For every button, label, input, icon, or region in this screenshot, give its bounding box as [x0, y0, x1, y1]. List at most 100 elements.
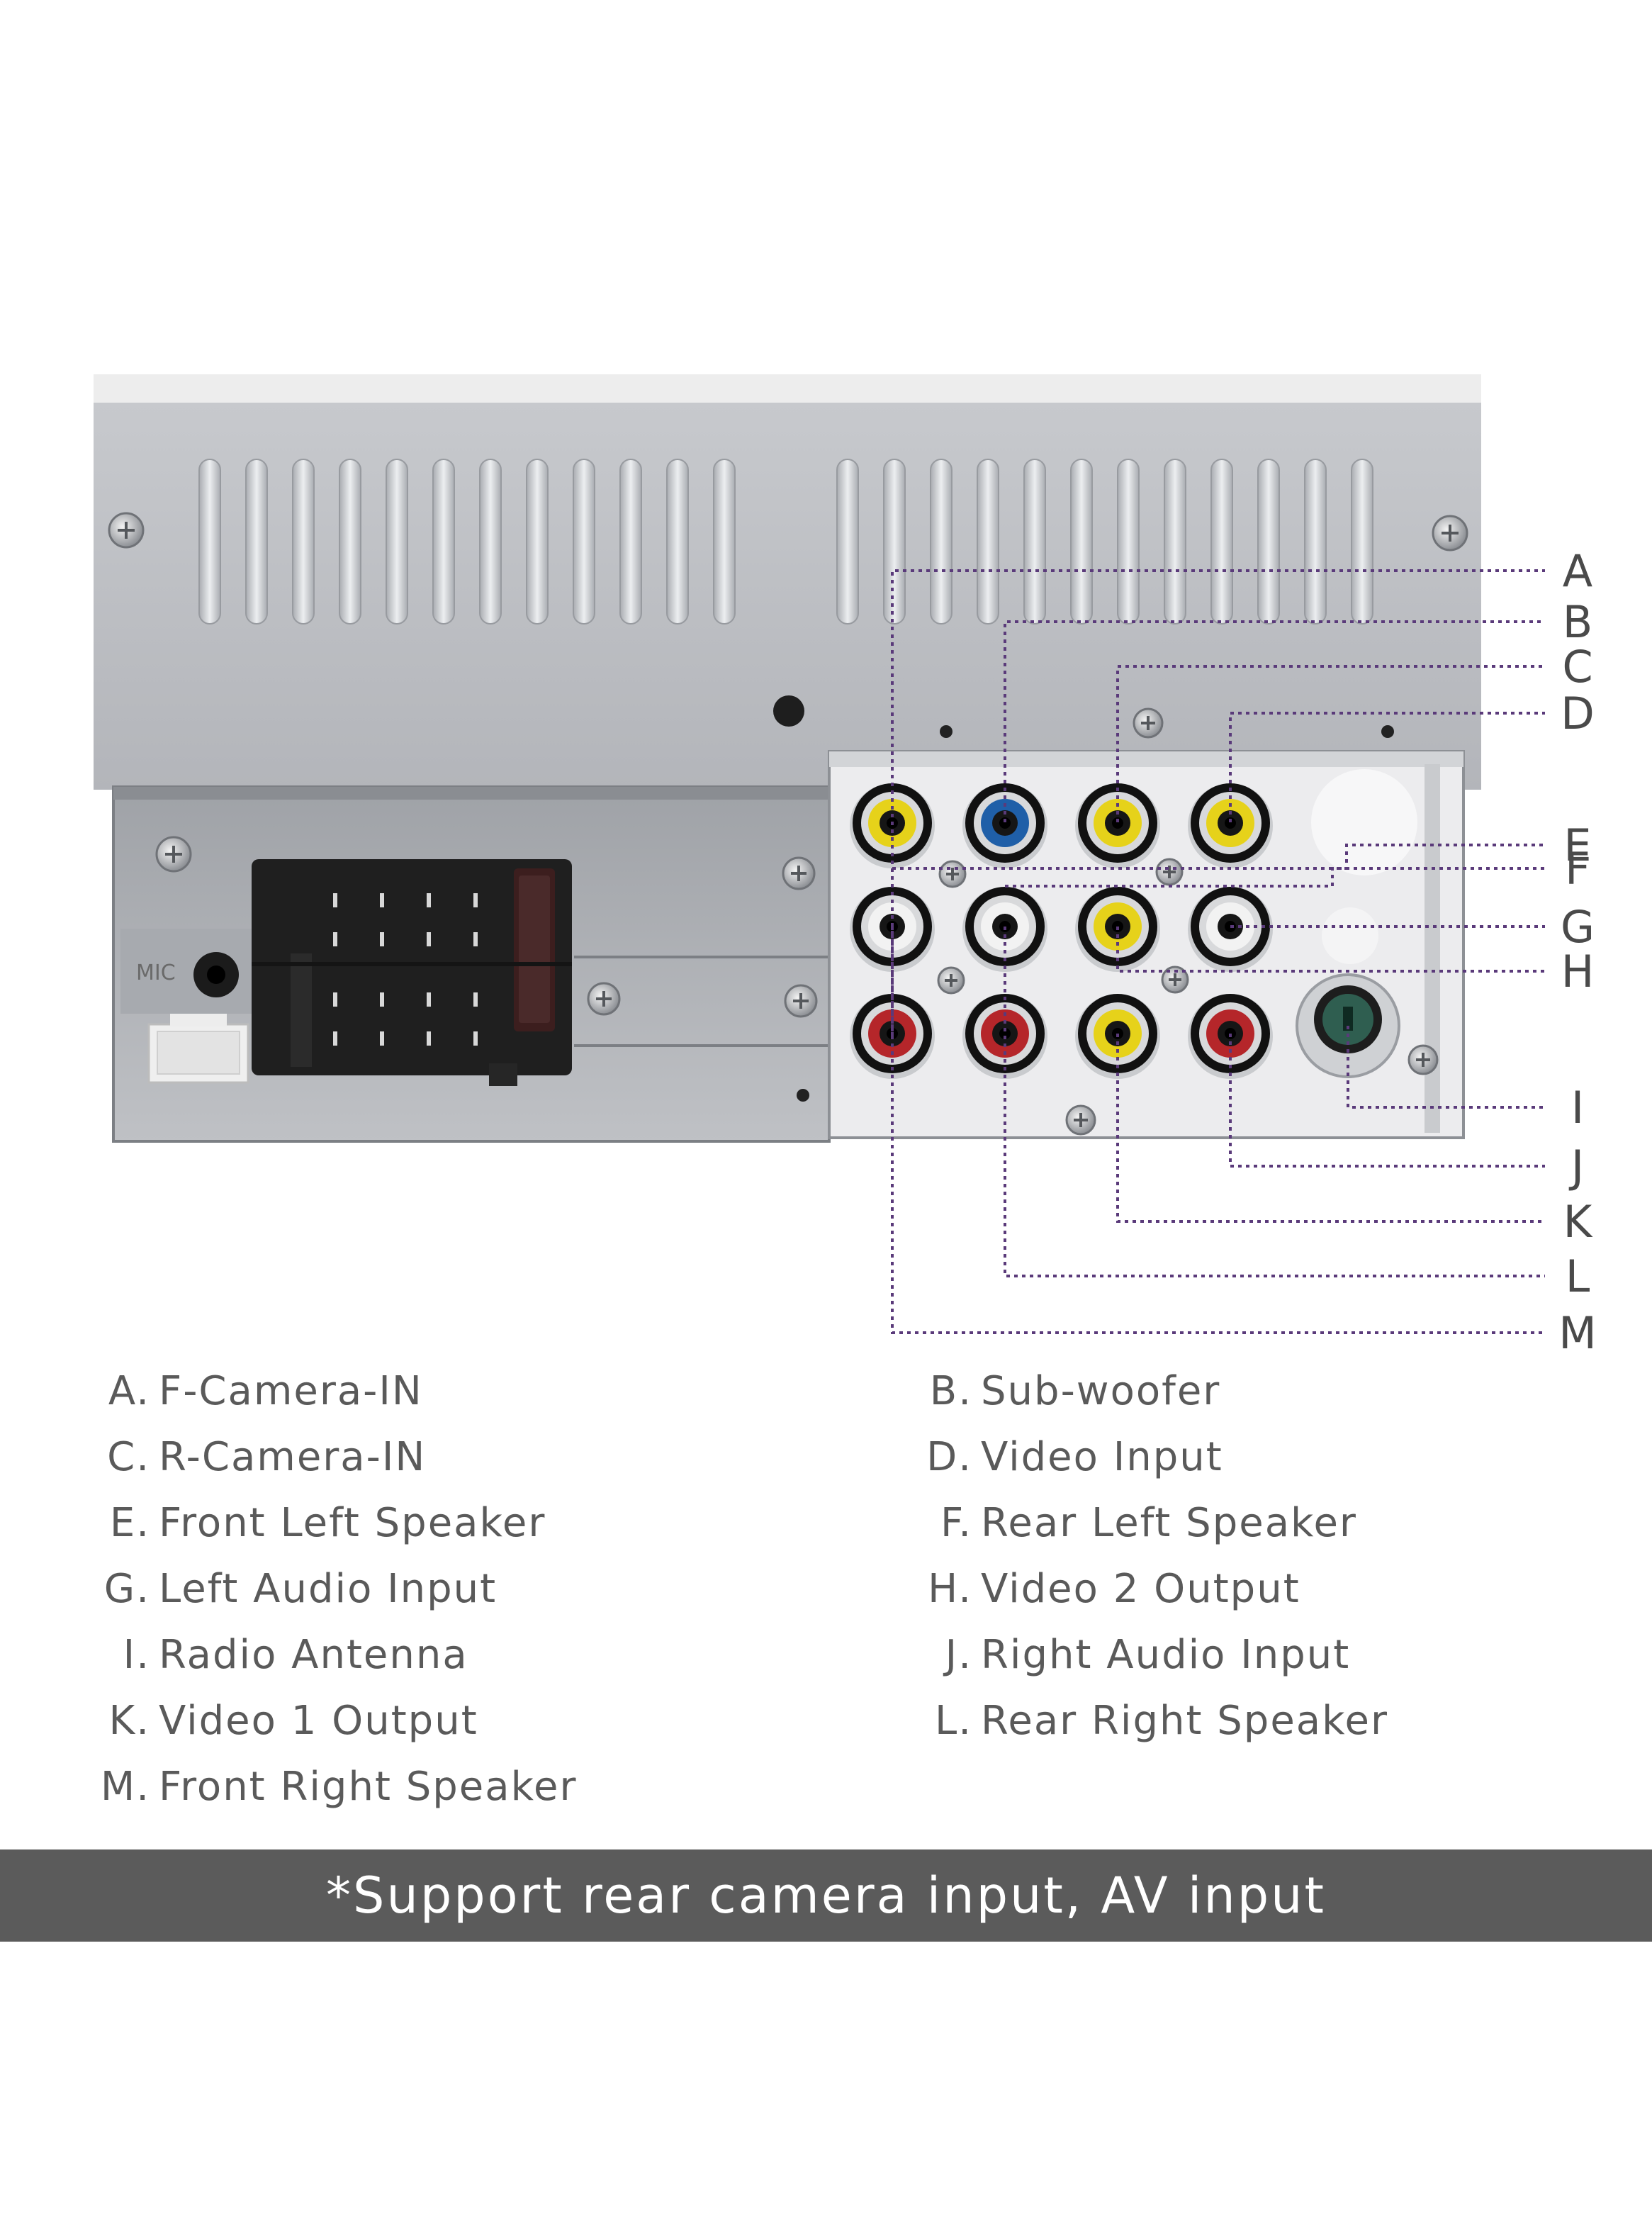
screw-icon: [938, 860, 967, 888]
callout-letter: C: [1562, 641, 1592, 693]
vent-slot: [386, 459, 408, 625]
legend-key: A.: [108, 1368, 150, 1414]
callout-letter: E: [1563, 819, 1591, 871]
rca-jack: [1075, 783, 1160, 868]
legend-item: C.R-Camera-IN: [92, 1434, 426, 1480]
legend-description: F-Camera-IN: [159, 1368, 423, 1414]
screw-icon: [587, 982, 621, 1016]
leader-line: [1004, 927, 1545, 1277]
vent-slot: [1304, 459, 1327, 625]
vent-slot: [339, 459, 361, 625]
vent-slot: [930, 459, 953, 625]
iso-wiring-connector: [252, 859, 572, 1086]
connector-pin: [380, 1031, 384, 1046]
callout-letter: A: [1563, 545, 1592, 597]
legend-description: Rear Left Speaker: [981, 1500, 1357, 1546]
screw-icon: [1133, 707, 1164, 739]
vent-slot: [292, 459, 315, 625]
legend-description: Front Right Speaker: [159, 1764, 578, 1810]
leader-line: [1116, 927, 1545, 973]
legend-key: M.: [100, 1764, 150, 1810]
connector-pin: [473, 932, 478, 946]
rca-jack: [850, 783, 935, 868]
callout-letter: D: [1561, 688, 1595, 739]
legend-key: B.: [929, 1368, 972, 1414]
callout-letter: F: [1565, 843, 1590, 895]
vent-slots: [198, 459, 1373, 625]
legend-key: K.: [108, 1698, 150, 1744]
screw-icon: [1161, 966, 1189, 994]
legend-description: Video 1 Output: [159, 1698, 478, 1744]
legend-item: G.Left Audio Input: [92, 1566, 497, 1612]
vent-slot: [836, 459, 859, 625]
connector-pin: [473, 1031, 478, 1046]
leader-line: [1005, 867, 1545, 888]
connector-pin: [333, 893, 337, 907]
vent-slot: [1210, 459, 1233, 625]
top-frame: [94, 374, 1481, 404]
vent-slot: [619, 459, 642, 625]
mic-jack: [193, 952, 239, 997]
rca-jack: [1188, 783, 1273, 868]
legend-description: Sub-woofer: [981, 1368, 1221, 1414]
vent-slot: [977, 459, 999, 625]
callout-letter: B: [1563, 596, 1593, 648]
screw-icon: [155, 836, 192, 873]
vent-slot: [1257, 459, 1280, 625]
legend-description: Video 2 Output: [981, 1566, 1300, 1612]
legend-description: Front Left Speaker: [159, 1500, 546, 1546]
blank-knockout: [1311, 769, 1417, 875]
callout-letter: M: [1558, 1307, 1597, 1359]
connector-pin: [333, 992, 337, 1007]
legend-item: H.Video 2 Output: [914, 1566, 1300, 1612]
leader-line: [891, 569, 1545, 1036]
leader-line: [1347, 1026, 1545, 1109]
callout-letter: G: [1561, 901, 1595, 953]
mic-label: MIC: [136, 961, 176, 985]
vent-slot: [198, 459, 221, 625]
vent-slot: [883, 459, 906, 625]
rca-jack: [1188, 887, 1273, 972]
vent-slot: [1117, 459, 1140, 625]
legend-key: H.: [928, 1566, 972, 1612]
screw-icon: [937, 966, 965, 995]
legend-item: D.Video Input: [914, 1434, 1223, 1480]
connector-pin: [427, 893, 431, 907]
vent-slot: [1351, 459, 1373, 625]
screw-icon: [1407, 1044, 1439, 1075]
leader-line: [1116, 665, 1545, 822]
legend-item: M.Front Right Speaker: [92, 1764, 577, 1810]
callout-letter: K: [1563, 1196, 1593, 1248]
footer-banner: *Support rear camera input, AV input: [0, 1849, 1652, 1942]
legend-description: Video Input: [981, 1434, 1223, 1480]
mount-hole: [773, 695, 804, 727]
legend-description: Left Audio Input: [159, 1566, 498, 1612]
callout-letter: H: [1561, 946, 1595, 997]
legend-item: I.Radio Antenna: [92, 1632, 468, 1678]
connector-pin: [473, 992, 478, 1007]
screw-icon: [784, 984, 818, 1018]
legend-item: B.Sub-woofer: [914, 1368, 1220, 1414]
legend-key: G.: [103, 1566, 150, 1612]
screw-icon: [1432, 515, 1468, 552]
legend-item: E.Front Left Speaker: [92, 1500, 546, 1546]
callout-letter: J: [1568, 1141, 1584, 1192]
legend-key: J.: [945, 1632, 972, 1678]
callout-letter: L: [1566, 1250, 1590, 1302]
legend-description: Right Audio Input: [981, 1632, 1351, 1678]
legend-key: L.: [935, 1698, 972, 1744]
connector-pin: [333, 1031, 337, 1046]
callout-leader-lines: [891, 569, 1545, 1334]
leader-line: [892, 844, 1545, 870]
rca-jack: [962, 994, 1047, 1079]
jst-connector: [147, 1014, 249, 1084]
radio-antenna-socket: [1296, 973, 1400, 1078]
vent-slot: [245, 459, 268, 625]
leader-line: [1116, 1034, 1545, 1223]
connector-pin: [333, 932, 337, 946]
legend-description: Radio Antenna: [159, 1632, 468, 1678]
vent-slot: [479, 459, 502, 625]
connector-pin: [380, 893, 384, 907]
